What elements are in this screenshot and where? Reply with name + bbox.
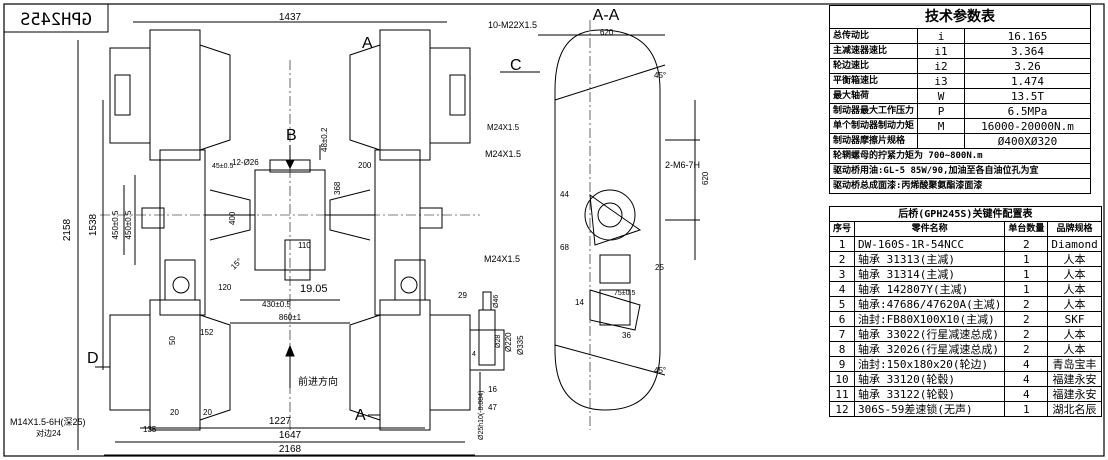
dim-110: 110	[298, 241, 311, 250]
dim-28: Ø28	[495, 335, 502, 348]
view-arrow-d: D	[87, 350, 99, 367]
callout-m24-a: M24X1.5	[487, 123, 520, 132]
dim-4: 4	[472, 351, 476, 358]
angle-45-top: 45°	[654, 71, 666, 80]
dim-1227: 1227	[269, 416, 292, 427]
dim-2158: 2158	[62, 218, 73, 241]
angle-45-bottom: 45°	[654, 366, 666, 375]
dim-120: 120	[218, 283, 232, 292]
dim-200: 200	[358, 161, 372, 170]
view-arrow-c: C	[510, 57, 522, 74]
view-arrow-b: B	[286, 127, 297, 144]
section-label: A-A	[593, 7, 620, 24]
dim-620-side: 620	[701, 171, 710, 185]
params-note: 轮辋螺母的拧紧力矩为 700~800N.m	[829, 148, 1091, 164]
dim-45: 45±0.5	[212, 163, 233, 170]
params-note: 驱动桥总成面漆:丙烯酸聚氨酯漆面漆	[829, 178, 1091, 194]
callout-m14: M14X1.5-6H(深25)	[10, 417, 86, 427]
callout-m24-b: M24X1.5	[485, 149, 521, 159]
dim-25h: Ø25h10(-0.084)	[478, 391, 485, 440]
dim-47: 47	[488, 403, 497, 412]
parts-header: 序号 零件名称 单台数量 品牌规格	[828, 221, 1102, 237]
params-note: 驱动桥用油:GL-5 85W/90,加油至各自油位孔为宜	[829, 163, 1091, 179]
dim-450-inner: 450±0.5	[124, 210, 133, 239]
view-arrow-a-bottom: A	[355, 407, 366, 424]
dim-75: 75±0.5	[614, 290, 635, 297]
dim-450: 450±0.5	[111, 210, 120, 239]
dim-368: 368	[333, 181, 342, 195]
angle-15: 15°	[229, 256, 244, 271]
dim-220: Ø220	[504, 332, 513, 352]
dim-860: 860±1	[279, 313, 302, 322]
dim-14: 14	[575, 298, 584, 307]
dim-12: 12-Ø26	[232, 158, 259, 167]
code-box	[3, 3, 109, 33]
dim-620-top: 620	[600, 28, 614, 37]
dim-16: 16	[488, 385, 497, 394]
dim-430: 430±0.5	[262, 300, 291, 309]
dim-1905: 19.05	[300, 283, 328, 295]
dim-36: 36	[622, 331, 631, 340]
view-arrow-a-top: A	[362, 35, 373, 52]
dim-1437: 1437	[279, 12, 302, 23]
callout-m6: 2-M6-7H	[665, 160, 700, 170]
dim-1538: 1538	[88, 213, 99, 236]
section-view	[469, 29, 700, 411]
dim-50: 50	[168, 336, 177, 345]
forward-direction-label: 前进方向	[298, 375, 338, 388]
parts-title: 后桥(GPH245S)关键件配置表	[829, 206, 1102, 222]
params-title: 技术参数表	[829, 5, 1091, 29]
dim-44: 44	[560, 190, 569, 199]
dim-335: Ø335	[516, 335, 525, 355]
dim-152: 152	[200, 328, 214, 337]
view-arrows	[95, 42, 540, 416]
dim-135: 135	[143, 425, 157, 434]
dim-20b: 20	[203, 408, 212, 417]
dim-46: Ø46	[493, 295, 500, 308]
dim-29: 29	[458, 291, 467, 300]
plan-view	[77, 21, 475, 456]
callout-hex: 对边24	[36, 428, 61, 438]
dim-25: 25	[655, 263, 664, 272]
dim-400: 400	[228, 211, 237, 225]
dim-2168: 2168	[279, 444, 302, 455]
dim-68: 68	[560, 243, 569, 252]
dim-48: 48±0.2	[320, 127, 329, 152]
dim-1647: 1647	[279, 430, 302, 441]
callout-bolt-top: 10-M22X1.5	[488, 20, 537, 30]
centerlines	[100, 20, 591, 430]
callout-m24-c: M24X1.5	[484, 254, 520, 264]
drawing-code: GPH245S	[20, 10, 92, 30]
drawing-frame	[3, 3, 1105, 457]
dim-20a: 20	[170, 408, 179, 417]
